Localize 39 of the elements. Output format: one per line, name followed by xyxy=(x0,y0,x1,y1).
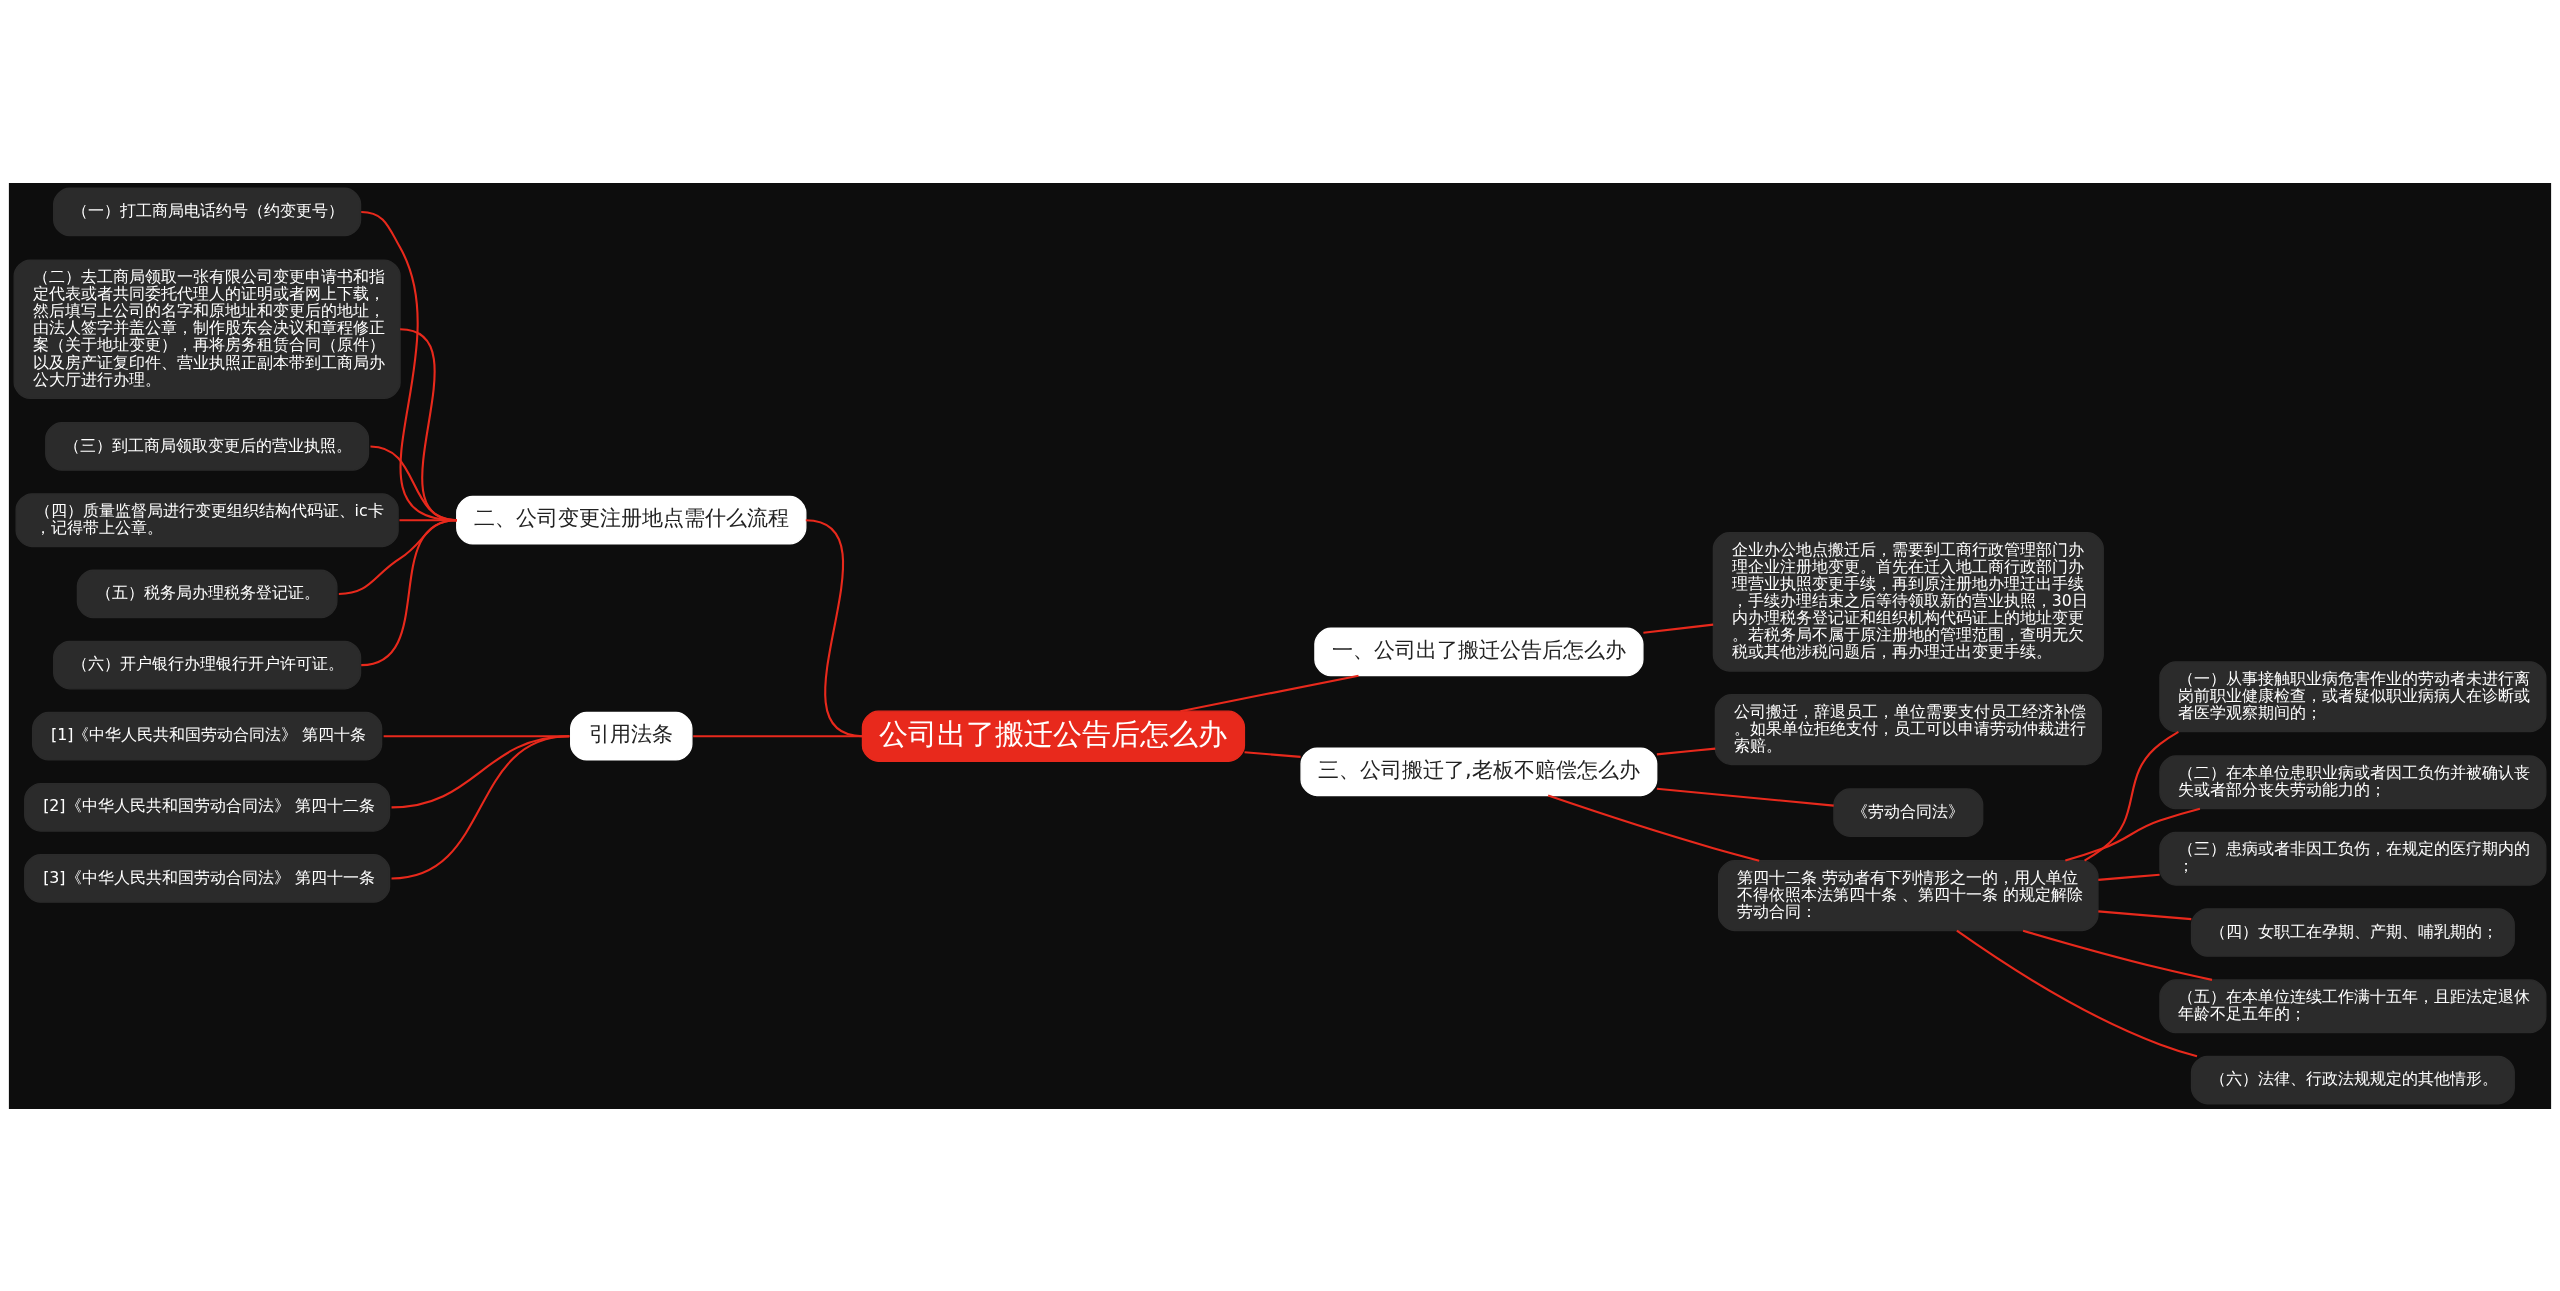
node-box: （四）质量监督局进行变更组织结构代码证、ic卡，记得带上公章。 xyxy=(15,492,399,547)
connector xyxy=(1244,750,1301,758)
node-box: （六）法律、行政法规规定的其他情形。 xyxy=(2190,1055,2515,1104)
connector xyxy=(391,734,570,880)
node-box: [3]《中华人民共和国劳动合同法》 第四十一条 xyxy=(24,853,391,903)
connector xyxy=(1643,623,1714,634)
node-box: （一）打工商局电话约号（约变更号） xyxy=(53,187,362,236)
connector xyxy=(1547,794,1760,862)
node-box: （一）从事接触职业病危害作业的劳动者未进行离岗前职业健康检查，或者疑似职业病病人在诊断或者医学观察期间的； xyxy=(2159,660,2547,732)
node-box: （三）到工商局领取变更后的营业执照。 xyxy=(45,421,370,471)
connector xyxy=(1956,929,2198,1057)
node-box: （四）女职工在孕期、产期、哺乳期的； xyxy=(2190,907,2515,957)
connector xyxy=(2065,807,2201,862)
node-box: （二）去工商局领取一张有限公司变更申请书和指定代表或者共同委托代理人的证明或者网上下载，然后填写上公司的名字和原地址和变更后的地址，由法人签字并盖公章，制作股东会决议和章程修正案（关于地址变更），再将房务租赁合同（原件）以及房产证复印件、营业执照正副本带到工商局办公大厅进行办理。 xyxy=(13,258,401,399)
node-box: 《劳动合同法》 xyxy=(1833,787,1984,837)
connector xyxy=(693,734,863,737)
node-box: 第四十二条 劳动者有下列情形之一的，用人单位不得依照本法第四十条 、第四十一条 的规定解除劳动合同： xyxy=(1717,859,2099,931)
connector xyxy=(2098,873,2160,881)
node-box: [2]《中华人民共和国劳动合同法》 第四十二条 xyxy=(24,782,391,832)
node-box: [1]《中华人民共和国劳动合同法》 第四十条 xyxy=(31,711,383,761)
connector xyxy=(361,518,457,666)
connector xyxy=(1180,674,1359,712)
node-box: （二）在本单位患职业病或者因工负伤并被确认丧失或者部分丧失劳动能力的； xyxy=(2159,754,2547,809)
connector xyxy=(1656,747,1716,755)
node-box: 二、公司变更注册地点需什么流程 xyxy=(456,495,807,545)
node-box: （三）患病或者非因工负伤，在规定的医疗期内的； xyxy=(2159,831,2547,886)
connector xyxy=(1656,787,1834,807)
node-box: 公司出了搬迁公告后怎么办 xyxy=(861,710,1246,762)
node-box: 公司搬迁，辞退员工，单位需要支付员工经济补偿。如果单位拒绝支付，员工可以申请劳动仲裁进行索赔。 xyxy=(1714,693,2102,765)
node-box: （五）在本单位连续工作满十五年，且距法定退休年龄不足五年的； xyxy=(2159,978,2547,1033)
node-box: （五）税务局办理税务登记证。 xyxy=(76,569,338,618)
node-box: 三、公司搬迁了,老板不赔偿怎么办 xyxy=(1300,746,1658,796)
connector xyxy=(2084,730,2179,861)
node-box: （六）开户银行办理银行开户许可证。 xyxy=(53,640,362,689)
node-box: 企业办公地点搬迁后，需要到工商行政管理部门办理企业注册地变更。首先在迁入地工商行政部门办理营业执照变更手续，再到原注册地办理迁出手续，手续办理结束之后等待领取新的营业执照，30日内办理税务登记证和组织机构代码证上的地址变更。若税务局不属于原注册地的管理范围，查明无欠税或其他涉税问题后，再办理迁出变更手续。 xyxy=(1712,531,2104,672)
node-box: 引用法条 xyxy=(570,711,693,761)
node-box: 一、公司出了搬迁公告后怎么办 xyxy=(1314,627,1644,676)
connector xyxy=(2098,909,2192,920)
connector xyxy=(2022,929,2213,981)
